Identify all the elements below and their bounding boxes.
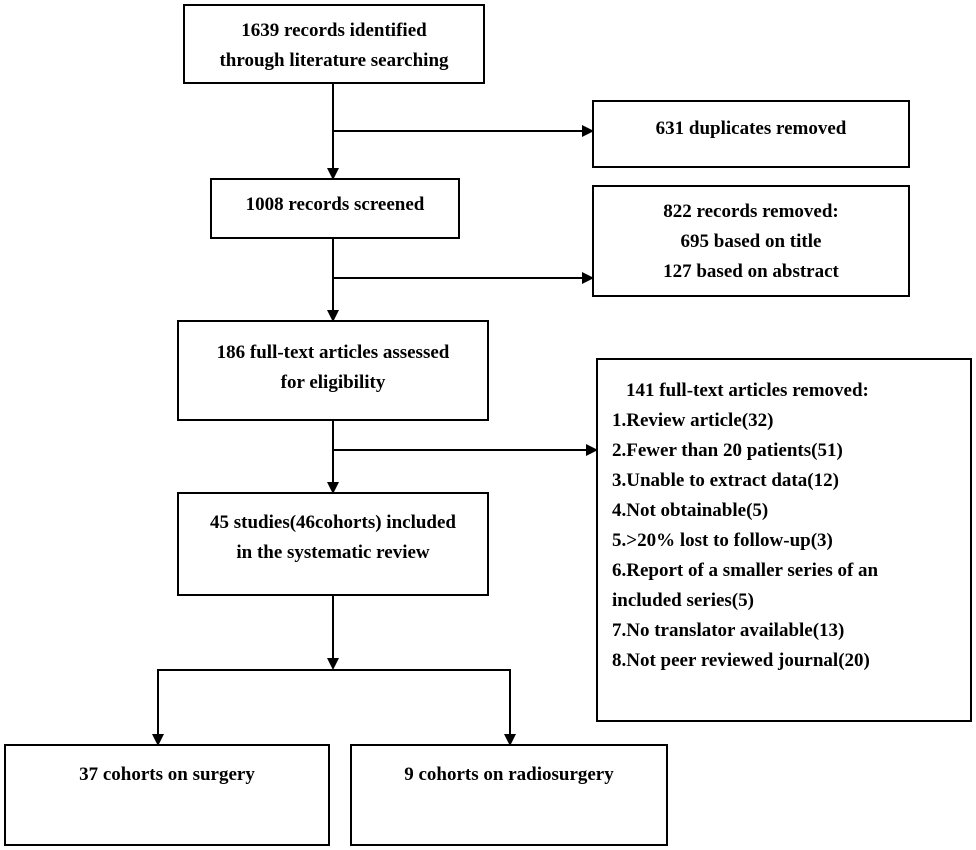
- removed-screening-abstract-based: 127 based on abstract: [663, 261, 839, 282]
- duplicates-box: 631 duplicates removed: [592, 100, 910, 168]
- screened-box: 1008 records screened: [210, 178, 460, 239]
- radiosurgery-box: 9 cohorts on radiosurgery: [350, 744, 668, 846]
- reason-item: 7.No translator available(13): [612, 620, 845, 641]
- fulltext-line-1: 186 full-text articles assessed: [216, 342, 450, 363]
- reason-item: 6.Report of a smaller series of an: [612, 560, 879, 581]
- identified-line-1: 1639 records identified: [241, 20, 427, 41]
- reason-item: 5.>20% lost to follow-up(3): [612, 530, 833, 551]
- removed-fulltext-box: 141 full-text articles removed: 1.Review…: [596, 358, 972, 722]
- identified-box: 1639 records identified through literatu…: [183, 4, 485, 84]
- screened-line: 1008 records screened: [245, 194, 425, 215]
- reason-item: 2.Fewer than 20 patients(51): [612, 440, 843, 461]
- removed-screening-title-based: 695 based on title: [680, 231, 822, 252]
- included-line-2: in the systematic review: [236, 542, 430, 563]
- radiosurgery-line: 9 cohorts on radiosurgery: [404, 764, 614, 785]
- duplicates-line: 631 duplicates removed: [655, 118, 847, 139]
- surgery-line: 37 cohorts on surgery: [79, 764, 255, 785]
- reason-item: included series(5): [612, 590, 754, 611]
- reason-item: 3.Unable to extract data(12): [612, 470, 839, 491]
- identified-line-2: through literature searching: [219, 50, 449, 71]
- reason-item: 4.Not obtainable(5): [612, 500, 769, 521]
- removed-fulltext-title: 141 full-text articles removed:: [626, 380, 869, 401]
- removed-screening-title: 822 records removed:: [663, 201, 839, 222]
- surgery-box: 37 cohorts on surgery: [4, 744, 330, 846]
- removed-screening-box: 822 records removed: 695 based on title …: [592, 185, 910, 297]
- included-box: 45 studies(46cohorts) included in the sy…: [177, 492, 489, 596]
- reason-item: 1.Review article(32): [612, 410, 774, 431]
- reason-item: 8.Not peer reviewed journal(20): [612, 650, 870, 671]
- included-line-1: 45 studies(46cohorts) included: [210, 512, 456, 533]
- fulltext-line-2: for eligibility: [280, 372, 386, 393]
- fulltext-box: 186 full-text articles assessed for elig…: [177, 320, 489, 421]
